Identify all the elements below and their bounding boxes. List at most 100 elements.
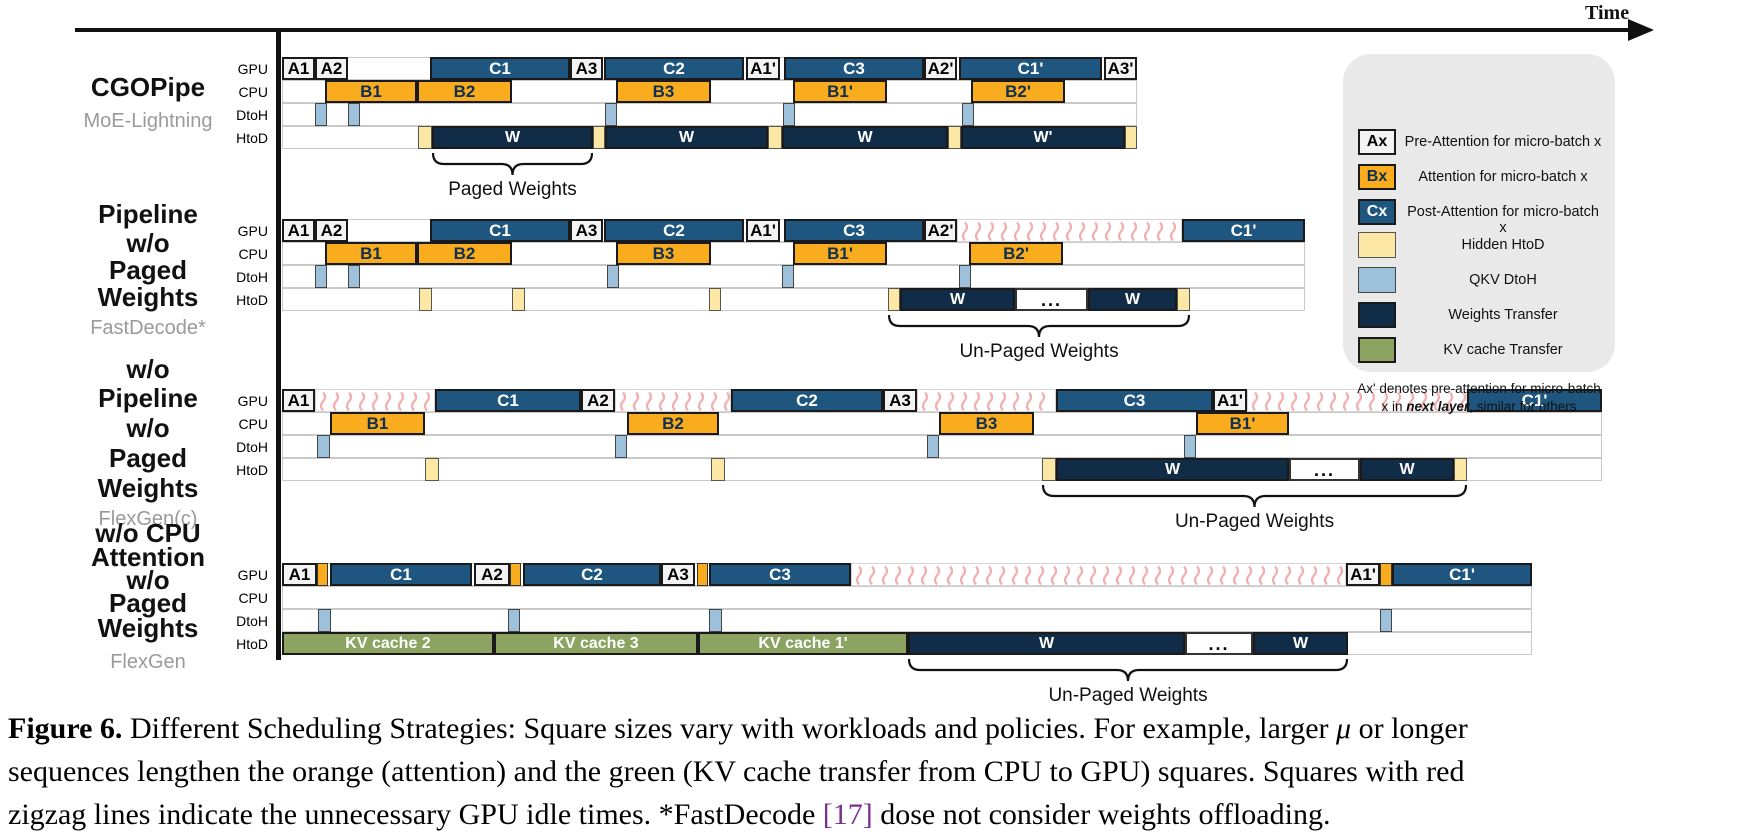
block-hid <box>709 288 721 311</box>
legend-label-hid: Hidden HtoD <box>1461 237 1545 253</box>
block-C1: C1 <box>330 563 472 586</box>
legend-footnote-line2: x in next layer, similar for others <box>1351 399 1607 414</box>
time-axis-arrowhead-icon <box>1628 19 1654 41</box>
caption-line-3: zigzag lines indicate the unnecessary GP… <box>8 798 1734 832</box>
row-label-htod: HtoD <box>236 636 268 652</box>
caption-line-2: sequences lengthen the orange (attention… <box>8 755 1734 789</box>
block-A2: A2 <box>474 563 510 586</box>
block-C3: C3 <box>784 219 924 242</box>
group-subtitle: MoE-Lightning <box>83 110 213 132</box>
legend-label-pre: Pre-Attention for micro-batch x <box>1404 134 1602 150</box>
group-title-line: w/o <box>126 565 170 595</box>
block-hid <box>1454 458 1467 481</box>
block-hid <box>768 126 782 149</box>
block-W: W' <box>961 126 1125 149</box>
group-title-line: Weights <box>97 473 199 503</box>
block-W: W <box>605 126 768 149</box>
block-C2: C2 <box>523 563 661 586</box>
block-KVcache3: KV cache 3 <box>494 632 698 655</box>
block-A1: A1 <box>282 563 317 586</box>
block-qkv <box>959 265 971 288</box>
block-A1: A1 <box>282 389 315 412</box>
block-qkv <box>348 265 360 288</box>
block-idle <box>615 389 731 412</box>
caption-line-1: Figure 6. Different Scheduling Strategie… <box>8 712 1734 746</box>
legend-swatch-qkv <box>1358 267 1396 293</box>
legend-swatch-kv <box>1358 337 1396 363</box>
block-bsl <box>510 563 521 586</box>
block-A1: A1 <box>282 57 315 80</box>
block-B1: B1' <box>793 242 887 265</box>
block-A2: A2' <box>924 57 957 80</box>
brace-pipeline-wo-paged <box>888 314 1190 340</box>
group-title-line: Paged <box>108 255 188 285</box>
block-: ... <box>1289 458 1360 481</box>
caption-text-part: sequences lengthen the orange (attention… <box>8 755 1465 788</box>
block-idle <box>957 219 1182 242</box>
block-W: W <box>432 126 593 149</box>
legend-swatch-att: Bx <box>1358 164 1396 190</box>
row-label-gpu: GPU <box>237 393 268 409</box>
block-idle <box>917 389 1056 412</box>
legend-swatch-wt <box>1358 302 1396 328</box>
block-hid <box>711 458 725 481</box>
block-A1: A1' <box>746 219 780 242</box>
group-title-line: w/o <box>126 228 170 258</box>
block-W: W <box>900 288 1015 311</box>
group-title-line: Paged <box>108 588 188 618</box>
block-hid <box>425 458 439 481</box>
block-A3: A3 <box>661 563 695 586</box>
block-A3: A3 <box>570 57 603 80</box>
block-W: W <box>1056 458 1289 481</box>
block-bsl <box>697 563 708 586</box>
block-: ... <box>1015 288 1088 311</box>
row-label-dtoh: DtoH <box>236 439 268 455</box>
block-B3: B3 <box>616 80 711 103</box>
block-B2: B2' <box>969 242 1063 265</box>
legend-label-wt: Weights Transfer <box>1448 307 1558 323</box>
block-A1: A1' <box>746 57 780 80</box>
block-W: W <box>1088 288 1177 311</box>
block-C1: C1' <box>1182 219 1305 242</box>
block-A2: A2 <box>315 219 348 242</box>
block-C1: C1 <box>430 219 570 242</box>
legend-footnote-line1: Ax' denotes pre-attention for micro-batc… <box>1357 381 1601 396</box>
block-qkv <box>1184 435 1196 458</box>
block-B2: B2 <box>627 412 719 435</box>
block-C2: C2 <box>604 219 744 242</box>
block-hid <box>419 288 432 311</box>
block-qkv <box>607 265 619 288</box>
block-W: W <box>1360 458 1454 481</box>
row-label-htod: HtoD <box>236 130 268 146</box>
block-hid <box>512 288 525 311</box>
group-subtitle: FlexGen <box>110 651 186 673</box>
block-qkv <box>315 103 327 126</box>
block-A2: A2 <box>581 389 615 412</box>
annotation-wo-cpu-attention-wo-paged: Un-Paged Weights <box>1048 685 1208 706</box>
caption-citation-17: [17] <box>822 798 873 831</box>
block-hid <box>418 126 432 149</box>
legend-footnote-part: , similar for others <box>1469 399 1577 414</box>
block-B1: B1 <box>330 412 425 435</box>
legend-footnote-part: next layer <box>1406 399 1470 414</box>
block-hid <box>1125 126 1137 149</box>
row-label-cpu: CPU <box>238 246 268 262</box>
caption-text-part: Different Scheduling Strategies: Square … <box>122 712 1337 745</box>
legend-swatch-pre: Ax <box>1358 129 1396 155</box>
block-qkv <box>783 103 795 126</box>
block-idle <box>851 563 1346 586</box>
row-label-cpu: CPU <box>238 84 268 100</box>
block-KVcache1: KV cache 1' <box>698 632 908 655</box>
block-bsl <box>317 563 328 586</box>
block-qkv <box>317 435 330 458</box>
row-label-cpu: CPU <box>238 416 268 432</box>
block-A1: A1' <box>1213 389 1247 412</box>
block-C1: C1' <box>959 57 1102 80</box>
block-A2: A2' <box>924 219 957 242</box>
group-title-line: Weights <box>97 613 199 643</box>
block-C1: C1 <box>435 389 581 412</box>
block-qkv <box>1380 609 1392 632</box>
block-B1: B1' <box>1196 412 1289 435</box>
